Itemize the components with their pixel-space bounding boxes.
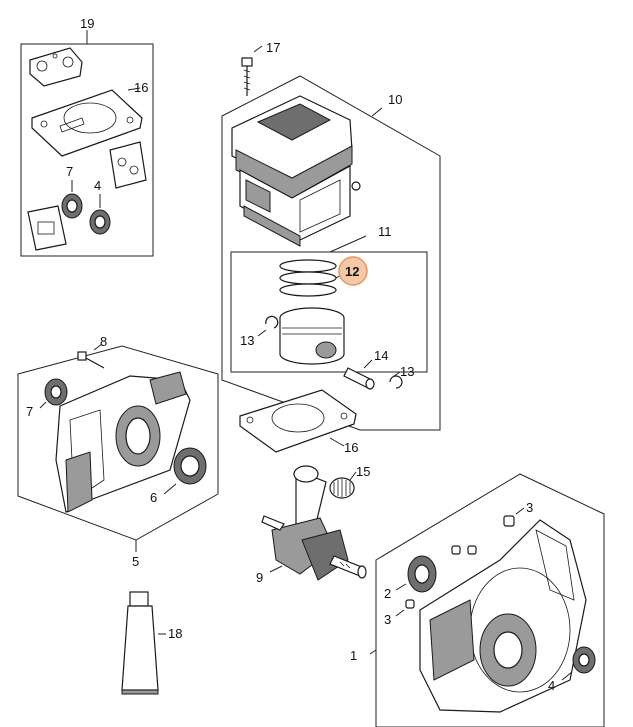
sleeve-part-3c[interactable] <box>467 545 477 555</box>
callout-1: 1 <box>350 648 357 663</box>
callout-3b: 3 <box>384 612 391 627</box>
sleeve-part-3a[interactable] <box>503 515 515 527</box>
circlip-part-13b[interactable] <box>389 375 403 389</box>
gasket-kit-group <box>20 30 154 257</box>
screw-part-17[interactable] <box>241 57 253 96</box>
cylinder-part[interactable] <box>231 95 361 247</box>
crankcase-half-left-part[interactable] <box>55 371 191 513</box>
intake-gasket-part[interactable] <box>27 205 67 251</box>
sleeve-part-3b[interactable] <box>451 545 461 555</box>
callout-14: 14 <box>374 348 388 363</box>
crankshaft-group <box>261 465 367 581</box>
callout-12: 12 <box>345 264 359 279</box>
cylinder-gasket-part-16b[interactable] <box>239 389 357 453</box>
callout-4b: 4 <box>548 678 555 693</box>
callout-17: 17 <box>266 40 280 55</box>
screw-part-8[interactable] <box>77 351 105 369</box>
callout-3a: 3 <box>526 500 533 515</box>
grease-tube-part-18[interactable] <box>121 591 159 695</box>
callout-15: 15 <box>356 464 370 479</box>
callout-6: 6 <box>150 490 157 505</box>
callout-8: 8 <box>100 334 107 349</box>
callout-13b: 13 <box>400 364 414 379</box>
callout-13a: 13 <box>240 333 254 348</box>
bearing-part-6[interactable] <box>173 447 207 485</box>
crankcase-half-left-group <box>17 343 219 552</box>
callout-7b: 7 <box>26 404 33 419</box>
callout-19: 19 <box>80 16 94 31</box>
seal-part-7a[interactable] <box>61 193 83 219</box>
callout-11: 11 <box>378 224 392 239</box>
callout-16b: 16 <box>344 440 358 455</box>
callout-5: 5 <box>132 554 139 569</box>
sleeve-part-3d[interactable] <box>405 599 415 609</box>
crankshaft-part[interactable] <box>261 465 367 581</box>
needle-bearing-part-15[interactable] <box>329 477 355 499</box>
callout-4a: 4 <box>94 178 101 193</box>
crankcase-right-group <box>369 473 605 727</box>
callout-9: 9 <box>256 570 263 585</box>
cylinder-gasket-part-16a[interactable] <box>31 89 143 157</box>
seal-part-4b[interactable] <box>572 646 596 674</box>
callout-16a: 16 <box>134 80 148 95</box>
callout-7a: 7 <box>66 164 73 179</box>
crankcase-right-part[interactable] <box>419 519 587 713</box>
callout-2: 2 <box>384 586 391 601</box>
small-gasket-part[interactable] <box>29 47 83 87</box>
muffler-gasket-part[interactable] <box>109 141 147 189</box>
piston-pin-part-14[interactable] <box>343 367 375 390</box>
highlight-marker-12 <box>338 256 368 286</box>
seal-part-7b[interactable] <box>44 378 68 406</box>
piston-part[interactable] <box>279 307 345 365</box>
piston-rings-part-12[interactable] <box>279 259 337 297</box>
cylinder-assembly-group <box>221 45 441 453</box>
callout-18: 18 <box>168 626 182 641</box>
circlip-part-13a[interactable] <box>265 315 279 329</box>
callout-10: 10 <box>388 92 402 107</box>
seal-part-4a[interactable] <box>89 209 111 235</box>
bearing-part-2[interactable] <box>407 555 437 593</box>
